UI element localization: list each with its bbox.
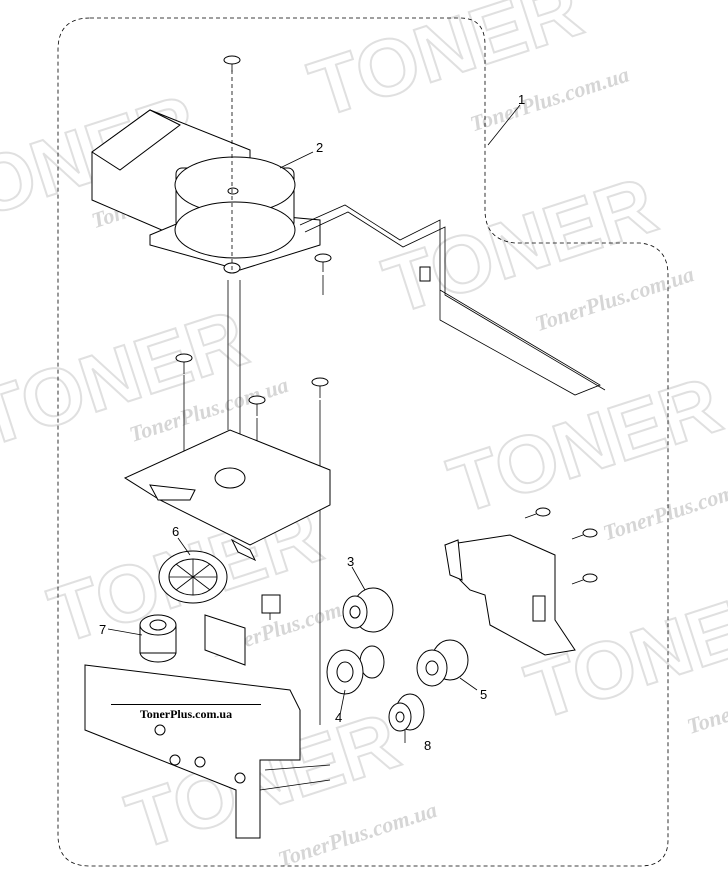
callout-6: 6: [172, 524, 179, 539]
callout-3: 3: [347, 554, 354, 569]
site-label: TonerPlus.com.ua: [111, 704, 261, 723]
drive-gear: [158, 550, 228, 604]
wire-harness: [299, 204, 606, 396]
screw-icon: [571, 573, 598, 585]
mounting-plate: [123, 429, 331, 562]
callout-7: 7: [99, 622, 106, 637]
watermark-site-text: TonerPlus.com.ua: [600, 470, 728, 545]
callout-8: 8: [424, 738, 431, 753]
callout-leaders: [107, 104, 521, 743]
callout-4: 4: [335, 710, 342, 725]
screw-icon: [314, 253, 332, 272]
roller-4: [326, 645, 385, 695]
roller-3: [342, 587, 394, 633]
screw-icon: [524, 507, 551, 519]
callout-2: 2: [316, 140, 323, 155]
screw-icon: [223, 55, 241, 72]
assembly-boundary: [57, 17, 669, 867]
sensor: [261, 594, 281, 620]
screw-icon: [311, 377, 329, 398]
roller-5: [416, 639, 469, 687]
right-bracket: [444, 534, 576, 656]
callout-labels: 1 2 3 4 5 6 7 8: [99, 92, 525, 753]
callout-5: 5: [480, 687, 487, 702]
screw-icon: [571, 528, 598, 540]
screw-icon: [248, 395, 266, 416]
svg-text:TONER: TONER: [299, 0, 591, 134]
callout-1: 1: [518, 92, 525, 107]
roller-7: [139, 614, 177, 663]
screw-icon: [175, 353, 193, 374]
roller-8: [388, 693, 425, 732]
scanner-motor-unit: [91, 109, 321, 274]
